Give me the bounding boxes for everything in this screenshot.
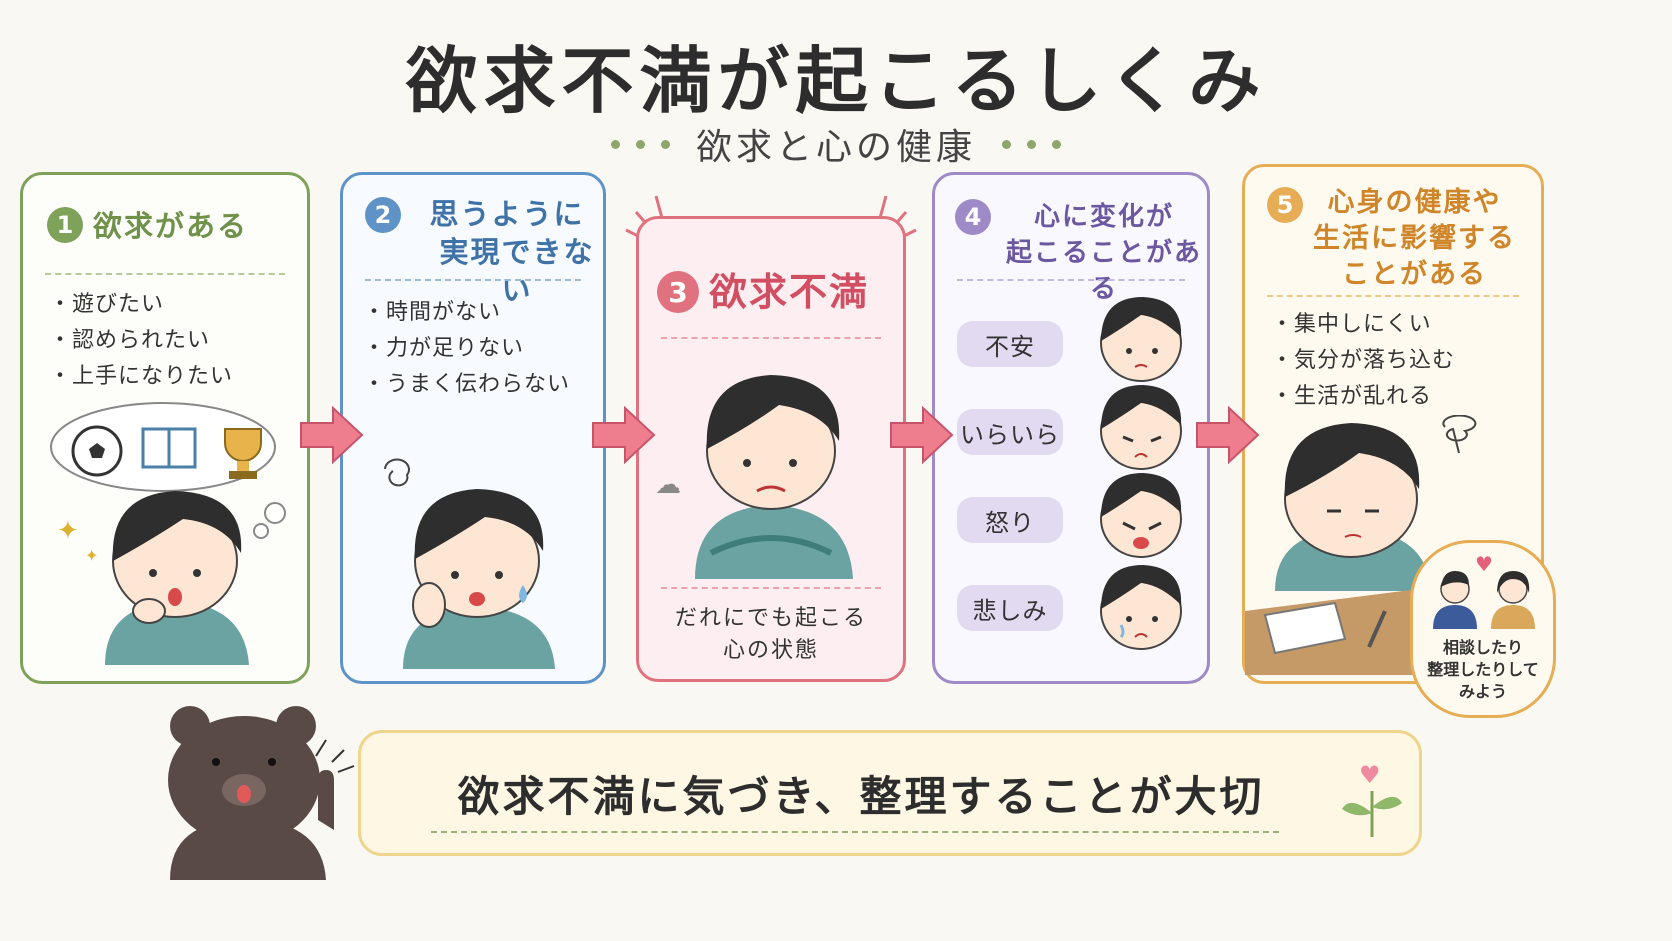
step-3-heading: 欲求不満 — [709, 270, 870, 314]
arrow-right-icon — [890, 405, 954, 465]
arrow-right-icon — [300, 405, 364, 465]
step-2-header: 2 思うように 実現できない — [365, 195, 603, 309]
list-item: 生活が乱れる — [1271, 379, 1455, 415]
consulting-people-illustration: ♥ — [1433, 552, 1535, 629]
open-book-icon — [1263, 601, 1347, 655]
emotion-faces-illustration — [1100, 297, 1182, 650]
emotion-anxiety: 不安 — [957, 321, 1063, 367]
step-2-heading-line1: 思うように — [429, 197, 585, 231]
step-1-header: 1 欲求がある — [47, 207, 248, 245]
emotion-anger: 怒り — [957, 497, 1063, 543]
emotion-irritation: いらいら — [957, 409, 1063, 455]
dots-right — [1002, 139, 1061, 149]
step-1-list: 遊びたい 認められたい 上手になりたい — [49, 287, 233, 395]
step-5-heading-line2: 生活に影響する — [1313, 223, 1516, 254]
step-5-number: 5 — [1267, 187, 1303, 223]
step-card-3: 3 欲求不満 ☁ だれにでも起こる 心の状態 — [636, 216, 906, 682]
step-5-list: 集中しにくい 気分が落ち込む 生活が乱れる — [1271, 307, 1455, 415]
step-5-heading: 心身の健康や 生活に影響する ことがある — [1313, 185, 1516, 293]
list-item: 気分が落ち込む — [1271, 343, 1455, 379]
list-item: 力が足りない — [363, 331, 570, 367]
subtitle-row: 欲求と心の健康 — [0, 118, 1672, 170]
step-5-heading-line3: ことがある — [1342, 259, 1487, 290]
list-item: 上手になりたい — [49, 359, 233, 395]
step-3-divider-top — [661, 337, 881, 339]
step-2-number: 2 — [365, 197, 401, 233]
step-4-header: 4 心に変化が 起こることがある — [955, 199, 1207, 307]
boy-worried-illustration — [384, 458, 555, 669]
list-item: 認められたい — [49, 323, 233, 359]
swirl-icon — [1442, 415, 1477, 454]
sparkle-icon: ✦ — [57, 516, 79, 546]
page-subtitle: 欲求と心の健康 — [695, 127, 976, 168]
boy-thinking-illustration: ✦ ✦ — [50, 402, 286, 665]
step-3-number: 3 — [657, 271, 699, 313]
advice-line2: 整理したりして — [1427, 660, 1539, 679]
advice-line3: みよう — [1458, 682, 1507, 701]
step-3-caption-line1: だれにでも起こる — [674, 606, 867, 631]
list-item: 時間がない — [363, 295, 570, 331]
summary-banner: 欲求不満に気づき、整理することが大切 ♥ — [358, 730, 1422, 856]
step-5-heading-line1: 心身の健康や — [1327, 187, 1502, 218]
step-5-header: 5 心身の健康や 生活に影響する ことがある — [1267, 185, 1516, 293]
puff-icon: ☁ — [655, 470, 681, 500]
banner-underline — [431, 831, 1279, 833]
irritated-face-icon — [1100, 385, 1182, 470]
svg-text:♥: ♥ — [1359, 761, 1381, 789]
step-card-1: 1 欲求がある 遊びたい 認められたい 上手になりたい ✦ ✦ — [20, 172, 310, 684]
sprout-heart-icon: ♥ — [1342, 761, 1402, 837]
angry-face-icon — [1100, 473, 1182, 558]
step-4-number: 4 — [955, 199, 991, 235]
arrow-right-icon — [1196, 405, 1260, 465]
step-3-divider-bottom — [661, 587, 881, 589]
sad-face-icon — [1100, 565, 1182, 650]
step-4-heading-line1: 心に変化が — [1033, 202, 1174, 232]
advice-line1: 相談したり — [1442, 638, 1523, 657]
boy-frustrated-illustration: ☁ — [655, 375, 853, 579]
step-4-divider — [957, 279, 1185, 281]
step-2-divider — [365, 279, 581, 281]
sweat-drop-icon — [519, 585, 527, 603]
anxious-face-icon — [1100, 297, 1182, 382]
list-item: 遊びたい — [49, 287, 233, 323]
emotion-sadness: 悲しみ — [957, 585, 1063, 631]
summary-text: 欲求不満に気づき、整理することが大切 — [457, 772, 1265, 821]
step-2-list: 時間がない 力が足りない うまく伝わらない — [363, 295, 570, 403]
step-5-divider — [1267, 295, 1519, 297]
trophy-icon — [224, 428, 262, 462]
step-4-heading: 心に変化が 起こることがある — [1001, 199, 1207, 307]
page-title: 欲求不満が起こるしくみ — [405, 39, 1267, 123]
arrow-right-icon — [592, 405, 656, 465]
heart-icon: ♥ — [1475, 552, 1493, 576]
step-3-header: 3 欲求不満 — [657, 269, 869, 315]
svg-text:✦: ✦ — [85, 546, 98, 565]
advice-text: 相談したり 整理したりして みよう — [1413, 637, 1553, 703]
step-3-caption: だれにでも起こる 心の状態 — [639, 603, 903, 667]
exclaim-lines-icon — [315, 739, 327, 757]
step-1-heading: 欲求がある — [93, 209, 249, 243]
pencil-icon — [1367, 610, 1387, 648]
bear-mascot-illustration — [168, 706, 355, 880]
swirl-icon — [384, 458, 410, 487]
list-item: 集中しにくい — [1271, 307, 1455, 343]
advice-bubble: ♥ 相談したり 整理したりして みよう — [1410, 540, 1556, 718]
step-1-divider — [45, 273, 285, 275]
step-2-heading: 思うように 実現できない — [411, 195, 603, 309]
list-item: うまく伝わらない — [363, 367, 570, 403]
dots-left — [610, 139, 670, 149]
step-1-number: 1 — [47, 207, 83, 243]
step-3-caption-line2: 心の状態 — [722, 638, 819, 663]
step-card-2: 2 思うように 実現できない 時間がない 力が足りない うまく伝わらない — [340, 172, 606, 684]
step-card-4: 4 心に変化が 起こることがある 不安 いらいら 怒り 悲しみ — [932, 172, 1210, 684]
